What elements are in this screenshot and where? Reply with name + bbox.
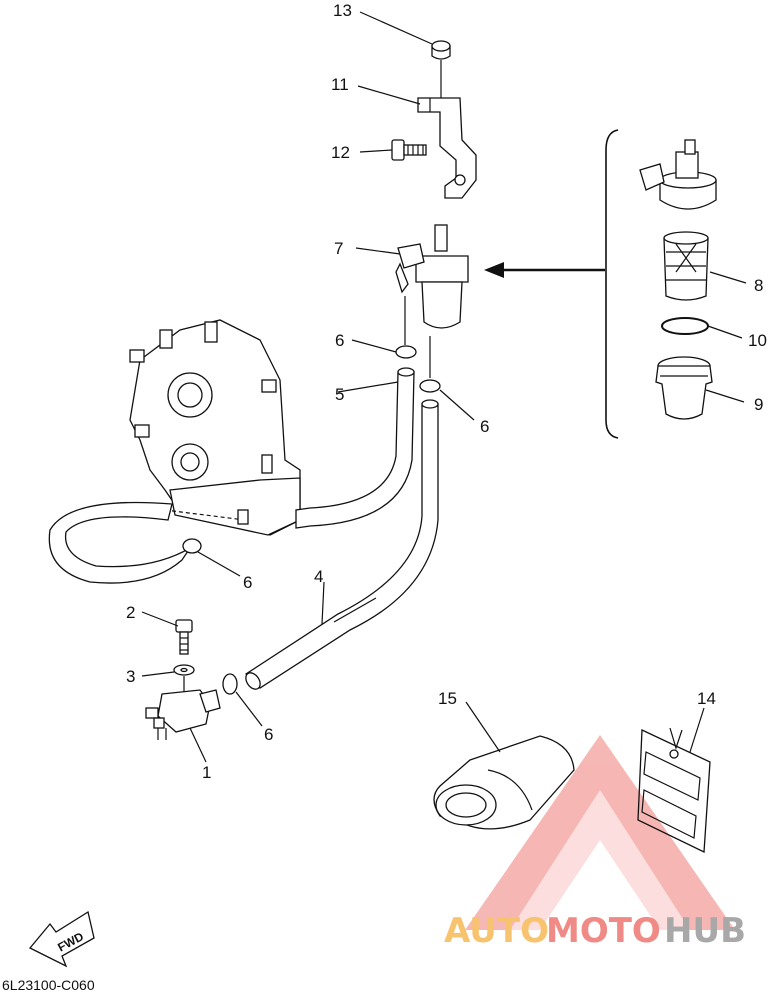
part-5-hose [295,367,415,529]
part-6-clip-a [395,345,417,359]
part-1-fuel-connector [145,689,221,740]
watermark-part3: HUB [664,911,746,951]
callout-4: 4 [314,567,323,586]
part-5-hose-loop [48,501,191,584]
callout-6-a: 6 [335,331,344,350]
watermark-part2: MOTO [546,911,661,951]
callout-6-c: 6 [243,573,252,592]
part-11-bracket [417,97,477,199]
callout-3: 3 [126,667,135,686]
watermark-part1: AUTO [444,911,549,951]
part-9-filter-cup [655,356,713,420]
callout-7: 7 [334,239,343,258]
callout-13: 13 [333,1,352,20]
callout-12: 12 [331,143,350,162]
part-6-clip-c [182,538,202,554]
part-4-hose [244,399,439,690]
callout-2: 2 [126,603,135,622]
callout-8: 8 [754,276,763,295]
callout-15: 15 [438,689,457,708]
watermark-text: AUTO MOTO HUB [444,911,746,951]
callout-6-d: 6 [264,725,273,744]
part-2-bolt [175,619,193,655]
part-13-nut [431,40,451,60]
callout-9: 9 [754,395,763,414]
part-8-filter-element [663,231,709,301]
callout-6-b: 6 [480,417,489,436]
diagram-code: 6L23100-C060 [2,977,95,992]
part-10-o-ring [661,317,709,335]
callout-1: 1 [202,763,211,782]
fwd-arrow: FWD [28,910,95,968]
part-3-washer [173,664,195,676]
watermark-logo [465,735,735,930]
part-6-clip-d [222,673,238,695]
callout-11: 11 [331,75,349,94]
callout-5: 5 [335,385,344,404]
detail-bracket [605,129,619,439]
part-14-label [637,727,711,854]
detail-filter-head [639,139,717,210]
part-15-cover [433,735,575,830]
part-6-clip-b [419,379,441,393]
carburetor-body [129,319,301,536]
callout-10: 10 [748,331,767,350]
part-12-bolt [391,139,427,161]
callout-14: 14 [697,689,716,708]
part-7-fuel-filter [395,224,469,329]
detail-arrow [484,262,605,278]
